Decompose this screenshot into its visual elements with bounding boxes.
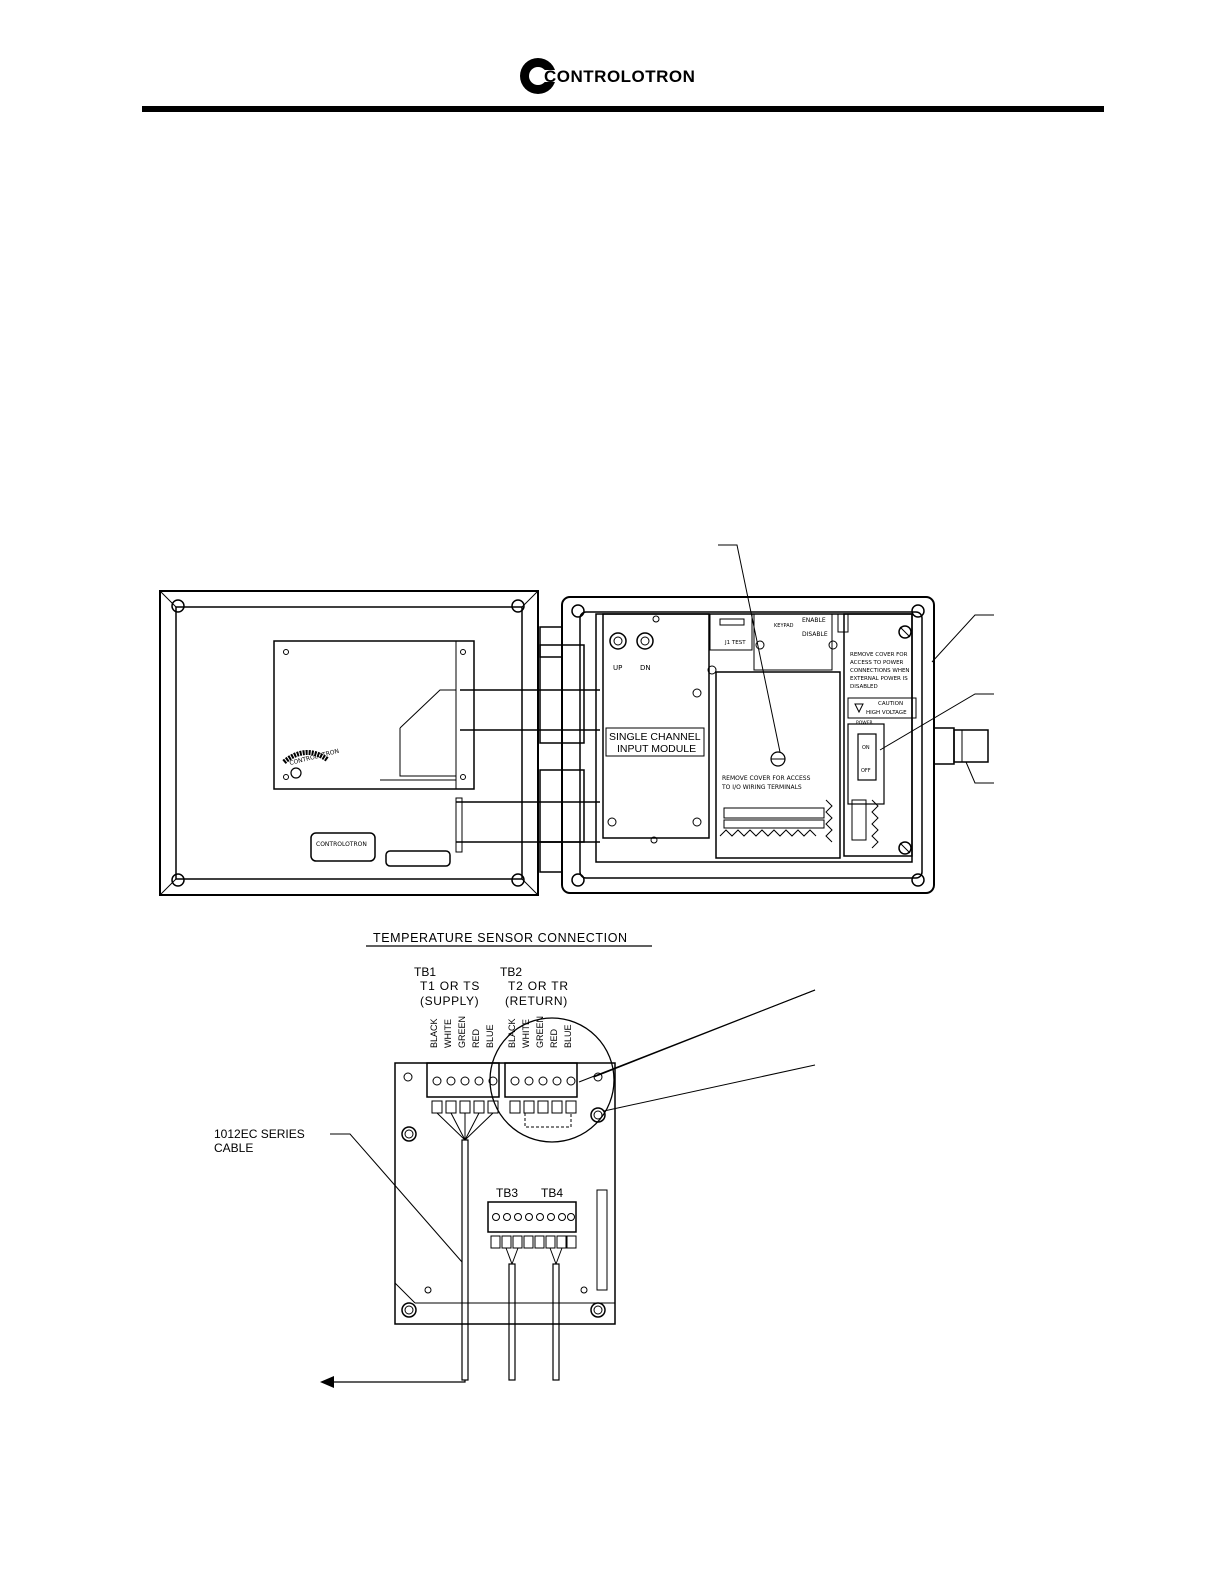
tb2-line3: (RETURN) xyxy=(505,994,568,1008)
door-logo-text: CONTROLOTRON xyxy=(289,748,340,767)
io-board xyxy=(320,989,816,1388)
cover-note-line2: TO I/O WIRING TERMINALS xyxy=(721,784,802,791)
header-rule xyxy=(142,106,1104,112)
tb1-line2: T1 OR TS xyxy=(420,979,480,993)
cover-note-line1: REMOVE COVER FOR ACCESS xyxy=(722,775,811,782)
power-note-line4: EXTERNAL POWER IS xyxy=(850,676,908,682)
tb4-label: TB4 xyxy=(541,1186,563,1200)
power-note-line2: ACCESS TO POWER xyxy=(850,660,904,666)
keypad-label: KEYPAD xyxy=(774,623,794,629)
tb1-wire-red: RED xyxy=(471,1028,481,1048)
tb1-name: TB1 xyxy=(414,965,436,979)
button-up-label: UP xyxy=(613,664,622,672)
tb2-name: TB2 xyxy=(500,965,522,979)
tb1-wire-white: WHITE xyxy=(443,1019,453,1048)
button-dn-label: DN xyxy=(640,664,651,672)
tb2-wire-labels: BLACK WHITE GREEN RED BLUE xyxy=(507,1016,573,1048)
enable-label: ENABLE xyxy=(802,617,826,624)
header-logo-text: CONTROLOTRON xyxy=(544,67,695,86)
caution-line1: CAUTION xyxy=(878,701,903,707)
power-note-line3: CONNECTIONS WHEN xyxy=(850,668,910,674)
module-label-line1: SINGLE CHANNEL xyxy=(609,731,701,743)
tb2-wire-blue: BLUE xyxy=(563,1024,573,1048)
tb2-wire-white: WHITE xyxy=(521,1019,531,1048)
enclosure-right-box xyxy=(561,544,994,894)
enclosure-left-door xyxy=(159,590,600,896)
switch-on-label: ON xyxy=(862,745,870,751)
disable-label: DISABLE xyxy=(802,631,828,638)
tb1-wire-blue: BLUE xyxy=(485,1024,495,1048)
header-logo: CONTROLOTRON xyxy=(520,58,695,94)
tb2-wire-red: RED xyxy=(549,1028,559,1048)
power-note-line5: DISABLED xyxy=(850,684,878,690)
sensor-section-title: TEMPERATURE SENSOR CONNECTION xyxy=(373,931,628,945)
door-badge-text: CONTROLOTRON xyxy=(316,841,367,848)
power-label: POWER xyxy=(856,720,873,726)
tb3-label: TB3 xyxy=(496,1186,518,1200)
tb2-line2: T2 OR TR xyxy=(508,979,569,993)
caution-line2: HIGH VOLTAGE xyxy=(866,710,907,716)
tb1-wire-black: BLACK xyxy=(429,1018,439,1048)
test-label: J1 TEST xyxy=(724,640,746,646)
door-badge xyxy=(310,832,451,867)
cable-label-line1: 1012EC SERIES xyxy=(214,1127,305,1141)
tb1-line3: (SUPPLY) xyxy=(420,994,479,1008)
module-label-line2: INPUT MODULE xyxy=(617,743,696,755)
switch-off-label: OFF xyxy=(861,768,871,774)
power-note-line1: REMOVE COVER FOR xyxy=(850,652,908,658)
tb1-wire-labels: BLACK WHITE GREEN RED BLUE xyxy=(429,1016,495,1048)
tb1-wire-green: GREEN xyxy=(457,1016,467,1048)
cable-label-line2: CABLE xyxy=(214,1141,253,1155)
tb2-wire-green: GREEN xyxy=(535,1016,545,1048)
